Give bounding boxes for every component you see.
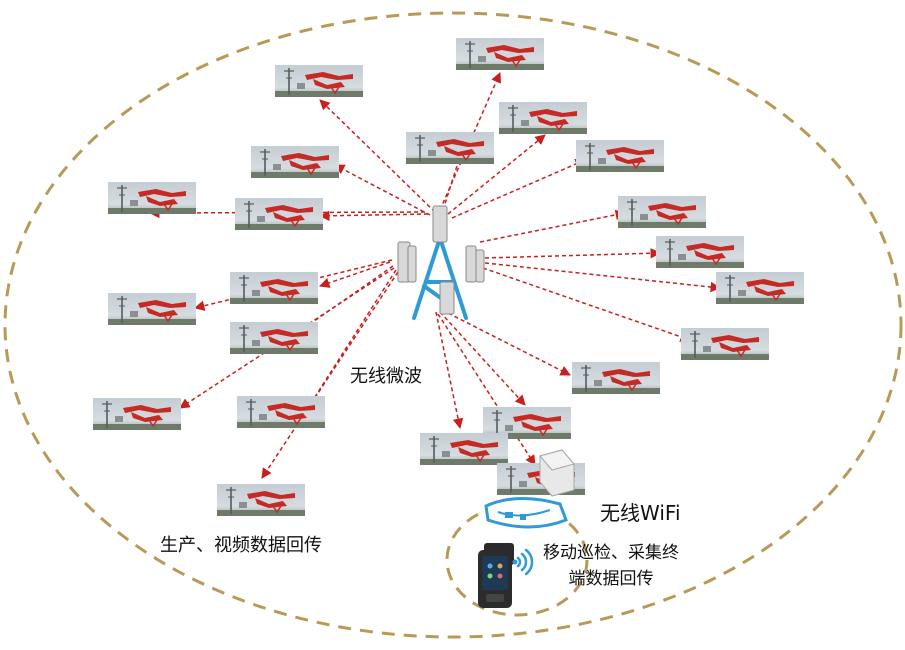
drilling-rig-photo-icon	[92, 397, 182, 431]
mobile-inspection-label: 移动巡检、采集终 端数据回传	[543, 540, 679, 592]
drilling-rig-photo-icon	[419, 432, 509, 466]
production-data-label: 生产、视频数据回传	[160, 535, 322, 556]
link-arrow	[441, 309, 571, 376]
mobile-label-line2: 端数据回传	[568, 569, 654, 589]
drilling-rig-photo-icon	[571, 361, 661, 395]
drilling-rig-photo-icon	[455, 37, 545, 71]
microwave-tower-icon	[397, 205, 485, 320]
link-arrow	[482, 267, 691, 342]
drilling-rig-photo-icon	[498, 101, 588, 135]
drilling-rig-photo-icon	[680, 327, 770, 361]
drilling-rig-photo-icon	[229, 271, 319, 305]
wifi-signal-icon	[512, 548, 534, 576]
link-arrow	[479, 209, 627, 243]
drilling-rig-photo-icon	[216, 483, 306, 517]
drilling-rig-photo-icon	[229, 321, 319, 355]
link-arrow	[484, 248, 662, 259]
remote-sites	[92, 37, 805, 517]
drilling-rig-photo-icon	[617, 195, 707, 229]
drilling-rig-photo-icon	[715, 271, 805, 305]
drilling-rig-photo-icon	[575, 139, 665, 173]
link-arrow	[334, 164, 431, 216]
wifi-router-icon	[484, 496, 568, 529]
link-arrow	[451, 158, 586, 219]
microwave-label: 无线微波	[350, 366, 422, 387]
coverage-boundary	[3, 11, 903, 639]
link-arrow	[261, 271, 399, 479]
link-arrow	[296, 269, 397, 426]
drilling-rig-photo-icon	[274, 64, 364, 98]
link-arrow	[484, 262, 722, 293]
link-arrow	[319, 261, 391, 288]
wifi-access-point-icon	[539, 449, 575, 497]
mobile-label-line1: 移动巡检、采集终	[543, 543, 679, 563]
drilling-rig-photo-icon	[405, 131, 495, 165]
drilling-rig-photo-icon	[250, 145, 340, 179]
drilling-rig-photo-icon	[655, 235, 745, 269]
link-arrow	[435, 311, 464, 430]
link-arrow	[318, 210, 429, 222]
wifi-label: 无线WiFi	[600, 501, 681, 525]
link-arrow	[437, 313, 536, 466]
drilling-rig-photo-icon	[236, 395, 326, 429]
drilling-rig-photo-icon	[107, 292, 197, 326]
drilling-rig-photo-icon	[234, 197, 324, 231]
link-arrow	[148, 207, 426, 219]
link-arrow	[319, 99, 436, 213]
drilling-rig-photo-icon	[107, 181, 197, 215]
handheld-terminal-icon	[478, 543, 514, 608]
